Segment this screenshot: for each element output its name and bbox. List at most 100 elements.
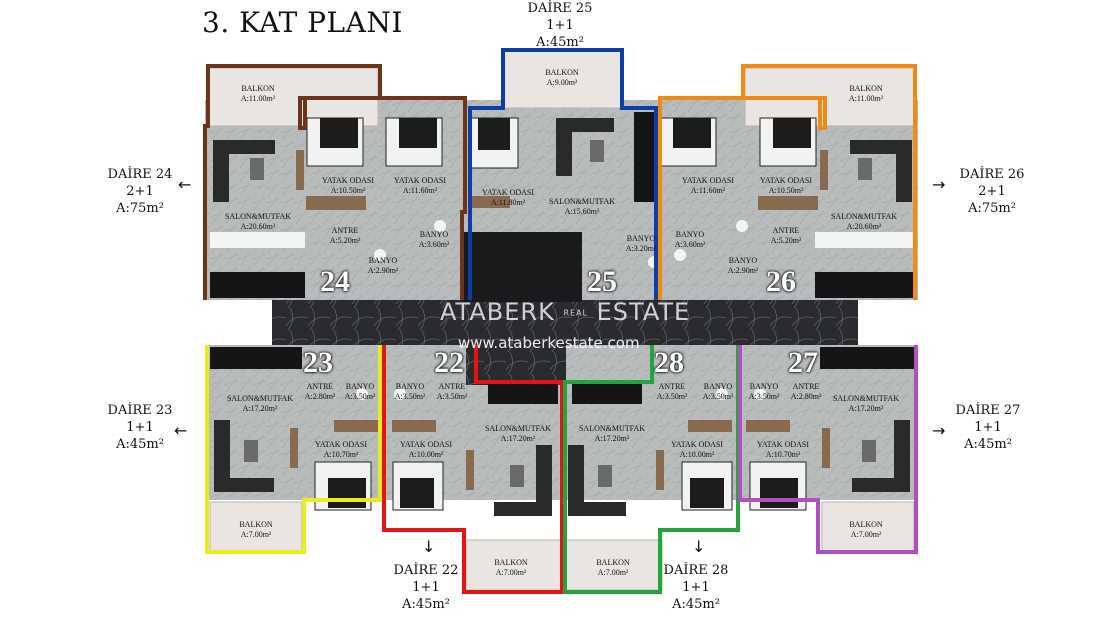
outline-unit-25 — [468, 48, 658, 300]
unit-area: A:75m² — [968, 201, 1016, 216]
unit-name: DAİRE 26 — [959, 167, 1025, 182]
room-name: YATAK ODASI — [759, 176, 813, 185]
furniture — [210, 112, 915, 516]
room-area: A:11.00m² — [240, 94, 276, 103]
room-name: BANYO — [749, 382, 779, 391]
outline-unit-28 — [563, 345, 740, 594]
watermark-brand-small: REAL — [563, 308, 588, 318]
unit-rooms: 1+1 — [546, 18, 574, 33]
room-name: YATAK ODASI — [399, 440, 453, 449]
room-area: A:2.90m² — [367, 266, 399, 275]
room-area: A:3.50m² — [748, 392, 780, 401]
unit-rooms: 1+1 — [126, 420, 154, 435]
room-area: A:11.80m² — [490, 198, 526, 207]
room-area: A:3.50m² — [436, 392, 468, 401]
room-name: BANYO — [675, 230, 705, 239]
arrow-down-22: ↓ — [422, 538, 435, 555]
room-area: A:3.50m² — [702, 392, 734, 401]
arrow-down-28: ↓ — [692, 538, 705, 555]
room-name: BANYO — [395, 382, 425, 391]
unit-label-27: DAİRE 27 1+1 A:45m² — [948, 402, 1028, 453]
room-name: YATAK ODASI — [756, 440, 810, 449]
unit-rooms: 1+1 — [974, 420, 1002, 435]
watermark-brand-right: ESTATE — [596, 298, 691, 326]
room-name: YATAK ODASI — [670, 440, 724, 449]
room-area: A:17.20m² — [500, 434, 536, 443]
central-corridor — [272, 232, 858, 385]
unit-area: A:45m² — [402, 597, 450, 612]
arrow-down-icon: ↓ — [692, 537, 706, 556]
room-area: A:2.80m² — [790, 392, 822, 401]
unit-name: DAİRE 23 — [107, 403, 173, 418]
unit-area: A:45m² — [964, 437, 1012, 452]
unit-number-27: 27 — [788, 346, 818, 379]
unit-number-24: 24 — [320, 265, 350, 298]
room-area: A:3.50m² — [344, 392, 376, 401]
room-area: A:17.20m² — [242, 404, 278, 413]
room-name: YATAK ODASI — [681, 176, 735, 185]
unit-label-28: DAİRE 28 1+1 A:45m² — [656, 562, 736, 613]
room-area: A:10.50m² — [330, 186, 366, 195]
unit-label-23: DAİRE 23 1+1 A:45m² — [100, 402, 180, 453]
room-area: A:3.50m² — [656, 392, 688, 401]
unit-area: A:45m² — [672, 597, 720, 612]
room-area: A:10.00m² — [679, 450, 715, 459]
unit-label-26: DAİRE 26 2+1 A:75m² — [952, 166, 1032, 217]
room-name: ANTRE — [438, 382, 466, 391]
room-name: YATAK ODASI — [481, 188, 535, 197]
unit-rooms: 1+1 — [682, 580, 710, 595]
room-name: BALKON — [239, 520, 273, 529]
unit-rooms: 1+1 — [412, 580, 440, 595]
room-name: SALON&MUTFAK — [484, 424, 552, 433]
unit-outlines — [203, 48, 918, 594]
room-area: A:2.90m² — [727, 266, 759, 275]
room-area: A:10.00m² — [408, 450, 444, 459]
outline-unit-23 — [205, 345, 382, 554]
room-area: A:10.70m² — [323, 450, 359, 459]
unit-number-23: 23 — [303, 346, 333, 379]
watermark-brand: ATABERK REAL ESTATE — [440, 298, 690, 326]
room-area: A:11.60m² — [690, 186, 726, 195]
room-name: ANTRE — [331, 226, 359, 235]
room-name: BALKON — [494, 558, 528, 567]
unit-name: DAİRE 25 — [527, 1, 593, 16]
room-name: YATAK ODASI — [321, 176, 375, 185]
outline-unit-22 — [382, 345, 564, 594]
room-area: A:10.70m² — [765, 450, 801, 459]
room-area: A:7.00m² — [240, 530, 272, 539]
room-name: BANYO — [419, 230, 449, 239]
room-name: BANYO — [345, 382, 375, 391]
arrow-left-icon: ← — [174, 421, 188, 440]
room-name: SALON&MUTFAK — [830, 212, 898, 221]
room-name: BANYO — [626, 234, 656, 243]
room-name: SALON&MUTFAK — [832, 394, 900, 403]
outline-unit-27 — [738, 345, 918, 554]
arrow-right-26: → — [932, 176, 945, 193]
unit-number-26: 26 — [766, 265, 796, 298]
room-area: A:7.00m² — [850, 530, 882, 539]
room-area: A:7.00m² — [495, 568, 527, 577]
unit-name: DAİRE 28 — [663, 563, 729, 578]
room-area: A:20.60m² — [846, 222, 882, 231]
room-name: BALKON — [241, 84, 275, 93]
arrow-left-icon: ← — [178, 175, 192, 194]
unit-number-28: 28 — [654, 346, 684, 379]
